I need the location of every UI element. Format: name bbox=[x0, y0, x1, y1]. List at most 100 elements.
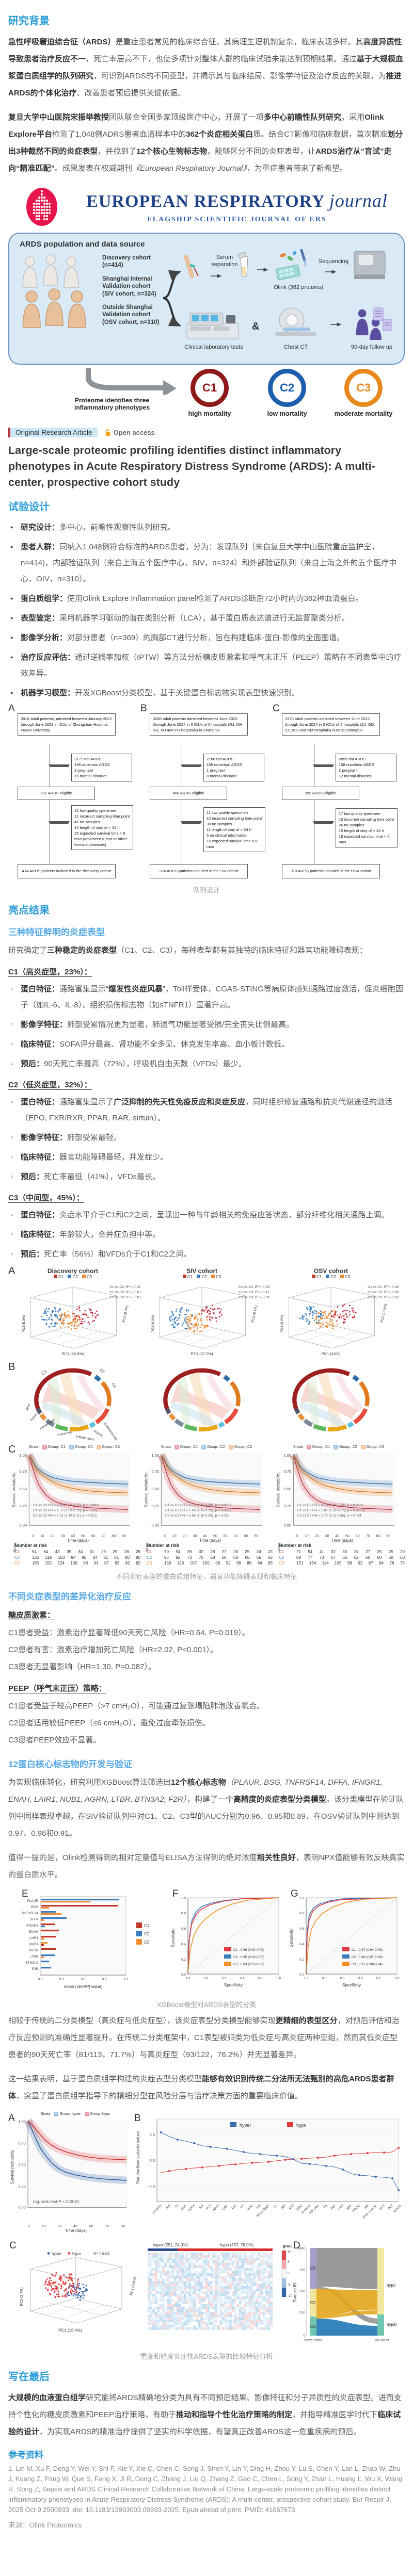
svg-text:IL8: IL8 bbox=[165, 2204, 171, 2209]
ga-olink-label: Olink (362 proteins) bbox=[274, 284, 323, 290]
svg-text:HCO3-: HCO3- bbox=[393, 2204, 403, 2213]
svg-text:0: 0 bbox=[303, 2334, 305, 2338]
figure-cohort-flowchart: A 3916 adult patients, admitted between … bbox=[8, 703, 405, 879]
svg-text:Three-class: Three-class bbox=[304, 2339, 323, 2342]
svg-text:group: group bbox=[283, 2244, 292, 2248]
ct-scanner-icon bbox=[275, 307, 316, 336]
ga-ampersand: & bbox=[252, 321, 260, 332]
panel-label-c: C bbox=[9, 2240, 17, 2251]
pca-siv: SIV cohort C1 C2 C3 PC1 (27.2%) PC2 (9.1… bbox=[137, 1267, 269, 1359]
background-paragraph-1: 急性呼吸窘迫综合征（ARDS）是重症患者常见的临床综合征，其病理生理机制复杂，临… bbox=[8, 38, 404, 97]
km-xticks: 0 10 20 30 40 50 60 70 80 90 bbox=[296, 1534, 390, 1538]
section-heading-results: 亮点结果 bbox=[8, 904, 50, 916]
svg-text:PC2 (10.5%): PC2 (10.5%) bbox=[380, 1303, 388, 1323]
peep-title: PEEP（呼气末正压）策略： bbox=[8, 1684, 107, 1693]
erj-logo-icon bbox=[26, 188, 57, 226]
svg-text:CRP: CRP bbox=[221, 2204, 229, 2211]
svg-text:-0.5: -0.5 bbox=[148, 2184, 155, 2189]
heatmap-panel: hyper (251, 24.0%) hypo (797, 76.0%) gro… bbox=[137, 2240, 294, 2346]
svg-text:0.8: 0.8 bbox=[322, 1977, 326, 1980]
pca-r2: C1 vs C2: R² = 0.29 C1 vs C3: R² = 0.09 … bbox=[368, 1285, 399, 1299]
svg-text:0.6: 0.6 bbox=[299, 1927, 304, 1931]
svg-text:RR: RR bbox=[281, 2204, 287, 2210]
variable-profile-chart: hyper hypo 0.50.0-0.5 Standardised varia… bbox=[136, 2118, 403, 2220]
svg-text:Renal: Renal bbox=[30, 1413, 38, 1422]
svg-text:0.0: 0.0 bbox=[150, 2158, 155, 2163]
figure2-pca-row: Discovery cohort C1 C2 C3 PC1 (25.6%) PC… bbox=[8, 1267, 405, 1359]
km-siv: Strata +Group= C1 +Group= C2 +Group= C3 … bbox=[140, 1444, 273, 1566]
sequencer-icon bbox=[354, 251, 386, 279]
chord-diagram bbox=[266, 1361, 395, 1443]
svg-text:0.75: 0.75 bbox=[284, 1469, 292, 1473]
svg-text:PC3 (5.3%): PC3 (5.3%) bbox=[22, 1315, 26, 1332]
svg-text:PCT: PCT bbox=[205, 2204, 213, 2211]
km2-xticks: 0 15 30 45 60 75 90 bbox=[28, 2224, 125, 2228]
chord-diagram: C1 C2 C3 Other Renal Hematologic Pulmona… bbox=[25, 1367, 118, 1442]
svg-text:Specificity: Specificity bbox=[342, 1983, 361, 1987]
list-item: 影像学特征：肺部受累情况更为显著，肺通气功能显著受损/完全丧失比例最高。 bbox=[10, 1017, 405, 1033]
c2-list: 蛋白特征：通路富集显示了广泛抑制的先天性免疫反应和炎症反应，同时组织修复通路和抗… bbox=[8, 1094, 405, 1185]
list-item: 机器学习模型：开发XGBoost分类模型，基于关键蛋白标志物实现表型快速识别。 bbox=[10, 685, 405, 701]
flow-box: 399 ARDS eligible bbox=[282, 786, 359, 800]
km-osv: Strata +Group= C1 +Group= C2 +Group= C3 … bbox=[273, 1444, 405, 1566]
gc-line-3: C3患者无显著影响（HR=1.30, P=0.087）。 bbox=[8, 1662, 156, 1671]
flow-box: 531 ARDS eligible bbox=[18, 786, 95, 800]
c3-mortality-label: moderate mortality bbox=[334, 410, 393, 417]
svg-text:0.00: 0.00 bbox=[20, 1523, 27, 1527]
c3-ring: C3 bbox=[344, 369, 383, 407]
svg-text:1.00: 1.00 bbox=[18, 2119, 25, 2124]
svg-text:hyper: hyper bbox=[387, 2322, 397, 2327]
km2-plot: 1.000.75 0.500.25 0.00 Survival probabil… bbox=[10, 2117, 127, 2209]
svg-text:0.6: 0.6 bbox=[340, 1977, 344, 1980]
svg-text:NUB1: NUB1 bbox=[29, 1943, 39, 1946]
discussion-paragraph-1: 相较于传统的二分类模型（高炎症与低炎症型），该炎症表型分类模型能够实现更精细的表… bbox=[8, 2016, 400, 2059]
svg-text:PC2 (9.9%): PC2 (9.9%) bbox=[122, 1305, 129, 1323]
flowchart-column-c: C 3376 adult patients admitted between J… bbox=[273, 703, 400, 879]
km-xticks: 0 10 20 30 40 50 60 70 80 90 bbox=[164, 1534, 258, 1538]
svg-text:0.50: 0.50 bbox=[20, 1486, 27, 1491]
svg-text:0.75: 0.75 bbox=[18, 2141, 25, 2145]
km-legend: Strata +Group= C1 +Group= C2 +Group= C3 bbox=[161, 1444, 252, 1449]
list-item: 临床特征：年龄较大，合并症负担中等。 bbox=[10, 1227, 405, 1243]
svg-text:F2R: F2R bbox=[32, 1967, 39, 1971]
flow-box-exclusion: 2766 not ARDS 105 uncertain ARDS 1 pregn… bbox=[203, 753, 264, 781]
svg-text:hypo: hypo bbox=[296, 2123, 307, 2128]
list-item: 临床特征：SOFA评分最高、肾功能不全多见、休克发生率高、血小板计数低。 bbox=[10, 1036, 405, 1052]
svg-text:500: 500 bbox=[299, 2290, 305, 2293]
c2-mortality-label: low mortality bbox=[267, 410, 307, 417]
list-item: 预后：死亡率最低（41%），VFDs最长。 bbox=[10, 1169, 405, 1185]
pca-osv: OSV cohort C1 C2 C3 PC1 (24%) PC2 (10.5%… bbox=[266, 1267, 399, 1359]
arrow-icon bbox=[211, 274, 222, 278]
svg-text:Inflammatory: Inflammatory bbox=[76, 1434, 95, 1441]
biomarker-paragraph-1: 为实现临床转化，研究利用XGBoost算法筛选出12个核心标志物（PLAUR, … bbox=[8, 1778, 404, 1838]
panel-label-b: B bbox=[134, 2112, 141, 2124]
km-hr-annotation: C1 vs C2 HR = 2.77 (1.75-4.38), p < 0.00… bbox=[165, 1503, 231, 1518]
svg-text:Survival probability: Survival probability bbox=[144, 1472, 149, 1507]
svg-text:BSG: BSG bbox=[31, 1905, 38, 1909]
svg-text:0.00: 0.00 bbox=[284, 1523, 292, 1527]
km-discovery: Strata +Group= C1 +Group= C2 +Group= C3 … bbox=[8, 1444, 140, 1566]
flowchart-column-a: A 3916 adult patients, admitted between … bbox=[8, 703, 135, 879]
section-heading-background: 研究背景 bbox=[8, 15, 50, 27]
svg-text:hypo (797, 76.0%): hypo (797, 76.0%) bbox=[220, 2243, 254, 2247]
svg-text:Lac: Lac bbox=[231, 2204, 237, 2210]
svg-text:0.0: 0.0 bbox=[394, 1977, 399, 1980]
svg-text:Sample ID: Sample ID bbox=[293, 2282, 297, 2302]
pca-3d-scatter: PC1 (27.2%) PC2 (9.1%) PC3 (6.1%) bbox=[151, 1286, 258, 1356]
svg-text:1.2: 1.2 bbox=[123, 1978, 128, 1981]
svg-text:0.25: 0.25 bbox=[152, 1504, 160, 1508]
pca-title: SIV cohort bbox=[186, 1267, 217, 1275]
conclusion-paragraph: 大规模的血液蛋白组学研究能将ARDS精确地分类为具有不同预后结果、影像特征和分子… bbox=[8, 2393, 402, 2436]
svg-text:Specificity: Specificity bbox=[224, 1983, 243, 1987]
svg-text:Standardised variable values: Standardised variable values bbox=[136, 2131, 140, 2184]
svg-text:0.4: 0.4 bbox=[358, 1977, 362, 1980]
gc-title: 糖皮质激素： bbox=[8, 1610, 55, 1620]
list-item: 蛋白特征：通路富集显示了广泛抑制的先天性免疫反应和炎症反应，同时组织修复通路和抗… bbox=[10, 1094, 405, 1126]
svg-text:-5: -5 bbox=[288, 2283, 291, 2287]
svg-text:Survival probability: Survival probability bbox=[10, 2150, 15, 2184]
